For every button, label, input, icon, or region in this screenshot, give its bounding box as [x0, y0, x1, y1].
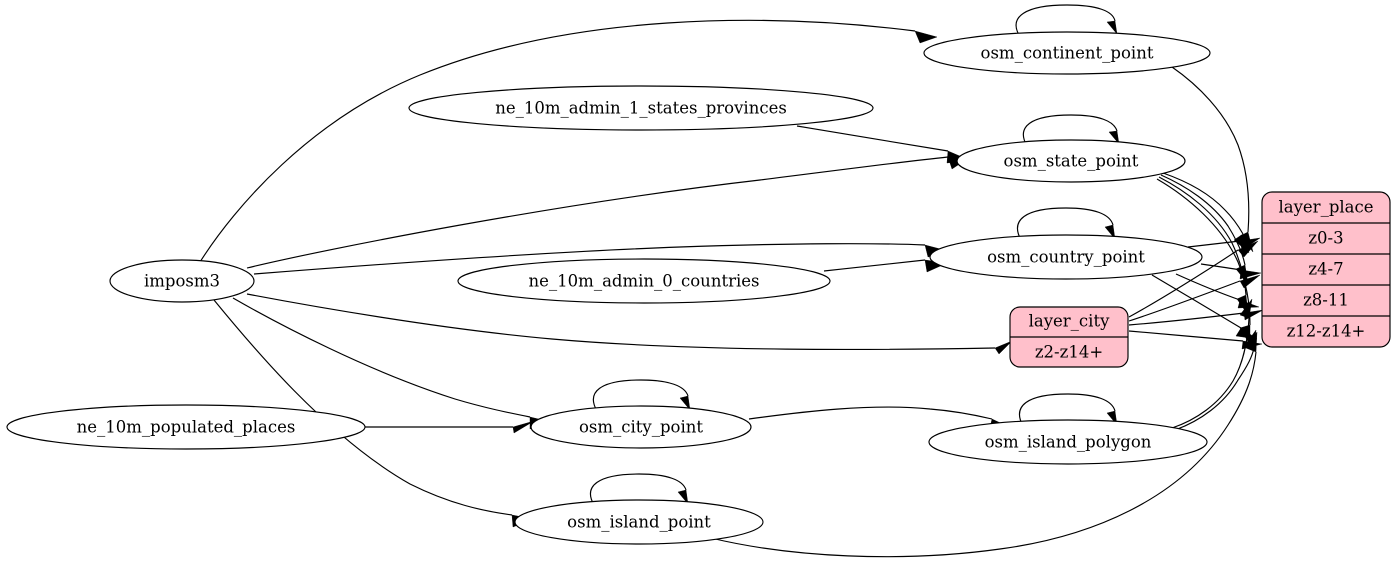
- table-row-layer_place-header: layer_place: [1278, 198, 1373, 217]
- node-osm_city_point[interactable]: osm_city_point: [530, 405, 752, 449]
- edge-ne_10m_admin_1_states_provinces-to-osm_state_point: [796, 125, 949, 152]
- edge-osm_country_point-to-layer_place-z8: [1175, 273, 1241, 301]
- edge-osm_island_polygon-to-layer_place-z8: [1171, 317, 1250, 429]
- table-row-layer_place-z0-3[interactable]: z0-3: [1308, 229, 1343, 248]
- edge-osm_country_point-to-layer_place-z12: [1151, 274, 1242, 329]
- node-label-ne_10m_admin_0_countries: ne_10m_admin_0_countries: [529, 272, 760, 291]
- arrowhead-icon: [679, 395, 691, 411]
- table-row-layer_city-header: layer_city: [1029, 312, 1110, 331]
- arrowhead-icon: [1237, 240, 1259, 258]
- node-ne_10m_populated_places[interactable]: ne_10m_populated_places: [6, 404, 366, 450]
- edge-imposm3-to-osm_island_point: [213, 299, 513, 516]
- edge-ne_10m_admin_0_countries-to-osm_country_point: [823, 259, 926, 272]
- node-label-osm_city_point: osm_city_point: [579, 418, 703, 437]
- edge-imposm3-to-osm_state_point: [246, 156, 949, 269]
- edge-layer_city-to-layer_place-z0: [1128, 249, 1239, 318]
- edge-osm_country_point-to-layer_place-z0: [1187, 240, 1241, 248]
- edge-imposm3-to-layer_city: [246, 293, 996, 351]
- table-node-layer_place[interactable]: layer_place z0-3 z4-7 z8-11 z12-z14+: [1261, 191, 1391, 348]
- table-node-layer_city[interactable]: layer_city z2-z14+: [1009, 306, 1129, 368]
- node-osm_island_point[interactable]: osm_island_point: [514, 499, 764, 545]
- edge-osm_island_point-to-layer_place-z12: [710, 351, 1257, 558]
- table-row-layer_city-z2-z14[interactable]: z2-z14+: [1035, 343, 1103, 362]
- edge-layer_city-to-layer_place-z8: [1128, 312, 1245, 326]
- node-osm_country_point[interactable]: osm_country_point: [929, 234, 1203, 280]
- edge-imposm3-to-osm_country_point: [253, 243, 926, 275]
- arrowhead-icon: [1108, 130, 1120, 145]
- selfloop-osm_continent_point: [1015, 4, 1116, 36]
- edge-osm_country_point-to-layer_place-z4: [1200, 263, 1242, 271]
- node-label-osm_country_point: osm_country_point: [987, 248, 1145, 267]
- node-label-ne_10m_populated_places: ne_10m_populated_places: [77, 418, 296, 437]
- edge-osm_state_point-to-layer_place-z0: [1162, 172, 1244, 235]
- arrowhead-icon: [914, 30, 938, 44]
- arrowhead-icon: [677, 489, 689, 505]
- table-row-layer_place-z4-7[interactable]: z4-7: [1308, 260, 1343, 279]
- table-row-layer_place-z8-11[interactable]: z8-11: [1303, 291, 1349, 310]
- arrowhead-icon: [994, 340, 1013, 355]
- node-label-imposm3: imposm3: [144, 272, 220, 291]
- node-label-osm_island_point: osm_island_point: [567, 513, 711, 532]
- node-osm_continent_point[interactable]: osm_continent_point: [923, 31, 1211, 75]
- arrowhead-icon: [1239, 274, 1261, 289]
- selfloop-osm_island_point: [589, 473, 687, 506]
- edge-osm_island_polygon-to-layer_place-z12: [1174, 347, 1255, 431]
- edge-osm_state_point-to-layer_place-z8: [1158, 176, 1247, 296]
- selfloop-osm_country_point: [1016, 207, 1114, 241]
- node-osm_state_point[interactable]: osm_state_point: [956, 139, 1186, 183]
- arrowhead-icon: [1239, 269, 1262, 280]
- table-row-layer_place-z12-z14[interactable]: z12-z14+: [1287, 322, 1366, 341]
- arrowhead-icon: [512, 420, 535, 434]
- edge-layer_city-to-layer_place-z12: [1128, 330, 1244, 342]
- edge-imposm3-to-osm_continent_point: [199, 19, 916, 263]
- arrowhead-icon: [1245, 331, 1258, 353]
- edge-group: [199, 4, 1264, 558]
- node-imposm3[interactable]: imposm3: [109, 259, 255, 303]
- node-label-osm_island_polygon: osm_island_polygon: [985, 433, 1152, 452]
- selfloop-osm_city_point: [592, 379, 689, 412]
- edge-osm_city_point-to-osm_island_polygon: [748, 406, 993, 420]
- node-osm_island_polygon[interactable]: osm_island_polygon: [928, 419, 1208, 465]
- selfloop-osm_island_polygon: [1018, 393, 1116, 427]
- edge-layer_city-to-layer_place-z4: [1128, 280, 1241, 322]
- node-ne_10m_admin_1_states_provinces[interactable]: ne_10m_admin_1_states_provinces: [408, 85, 874, 131]
- node-ne_10m_admin_0_countries[interactable]: ne_10m_admin_0_countries: [457, 258, 831, 304]
- node-label-osm_continent_point: osm_continent_point: [981, 44, 1154, 63]
- edge-imposm3-to-osm_city_point: [232, 297, 531, 418]
- arrowhead-icon: [1106, 20, 1118, 35]
- arrowhead-icon: [1104, 224, 1116, 240]
- arrowhead-icon: [1239, 298, 1253, 319]
- edge-osm_continent_point-to-layer_place-z0: [1171, 66, 1250, 233]
- selfloop-osm_state_point: [1022, 114, 1118, 147]
- node-label-ne_10m_admin_1_states_provinces: ne_10m_admin_1_states_provinces: [495, 99, 787, 118]
- node-label-osm_state_point: osm_state_point: [1004, 152, 1139, 171]
